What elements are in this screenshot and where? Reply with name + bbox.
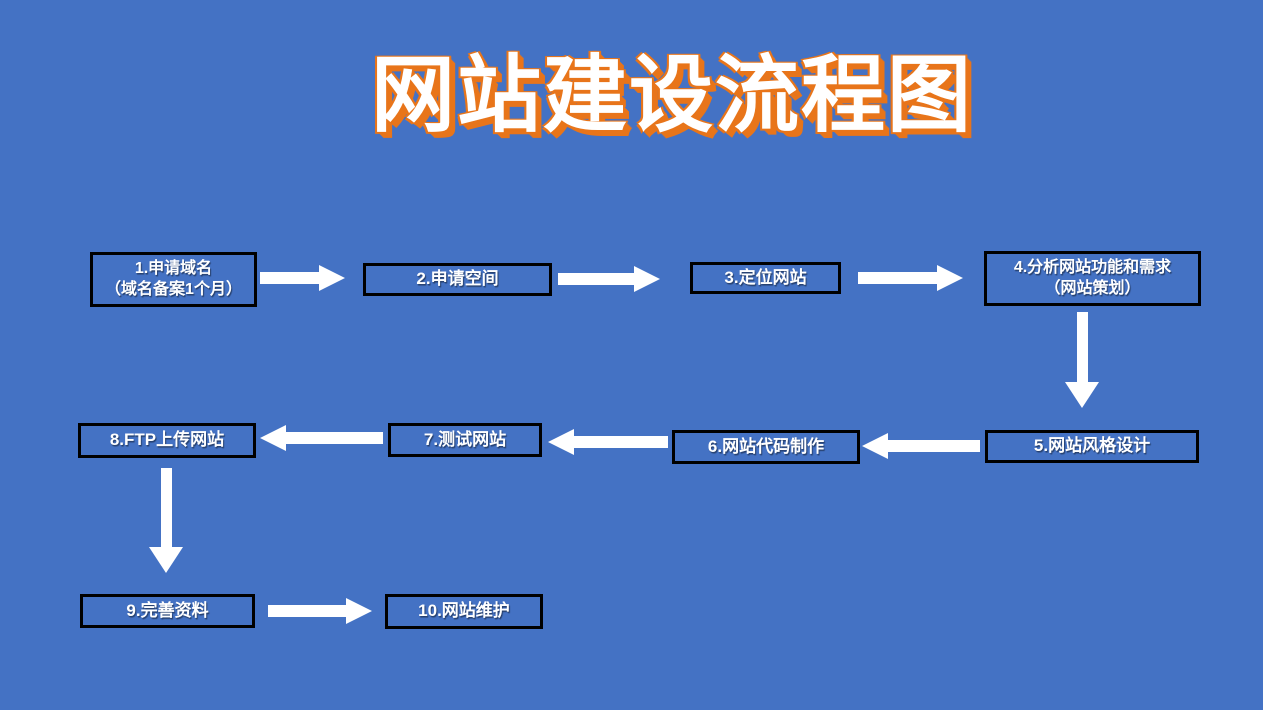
flow-step-8: 8.FTP上传网站 — [78, 423, 256, 458]
flow-step-9: 9.完善资料 — [80, 594, 255, 628]
flow-step-8-line-1: 8.FTP上传网站 — [109, 430, 225, 450]
flow-step-4: 4.分析网站功能和需求 （网站策划） — [984, 251, 1201, 306]
flow-step-1-line-1: 1.申请域名 — [134, 259, 213, 277]
flow-step-9-line-1: 9.完善资料 — [126, 600, 209, 620]
flow-step-5: 5.网站风格设计 — [985, 430, 1199, 463]
arrow-right-icon — [858, 265, 963, 291]
arrow-right-icon — [268, 598, 372, 624]
flow-step-4-line-2: （网站策划） — [1044, 279, 1141, 297]
flow-step-7: 7.测试网站 — [388, 423, 542, 457]
flow-step-4-line-1: 4.分析网站功能和需求 — [1013, 258, 1172, 276]
flow-step-10: 10.网站维护 — [385, 594, 543, 629]
page-title: 网站建设流程图 — [370, 48, 973, 142]
flow-step-2-line-1: 2.申请空间 — [416, 269, 499, 289]
flow-step-3-line-1: 3.定位网站 — [724, 267, 807, 287]
flow-step-6-line-1: 6.网站代码制作 — [707, 436, 825, 456]
arrow-right-icon — [260, 265, 345, 291]
flow-step-6: 6.网站代码制作 — [672, 430, 860, 464]
arrow-down-icon — [149, 468, 183, 573]
flow-step-1-line-2: （域名备案1个月） — [105, 280, 242, 298]
arrow-right-icon — [558, 266, 660, 292]
arrow-left-icon — [862, 433, 980, 459]
flow-step-7-line-1: 7.测试网站 — [423, 429, 507, 449]
flow-step-2: 2.申请空间 — [363, 263, 552, 296]
flow-step-1: 1.申请域名 （域名备案1个月） — [90, 252, 257, 307]
arrow-left-icon — [260, 425, 383, 451]
arrow-left-icon — [548, 429, 668, 455]
flow-step-10-line-1: 10.网站维护 — [418, 601, 510, 621]
flow-step-5-line-1: 5.网站风格设计 — [1033, 436, 1151, 456]
flow-step-3: 3.定位网站 — [690, 262, 841, 294]
arrow-down-icon — [1065, 312, 1099, 408]
